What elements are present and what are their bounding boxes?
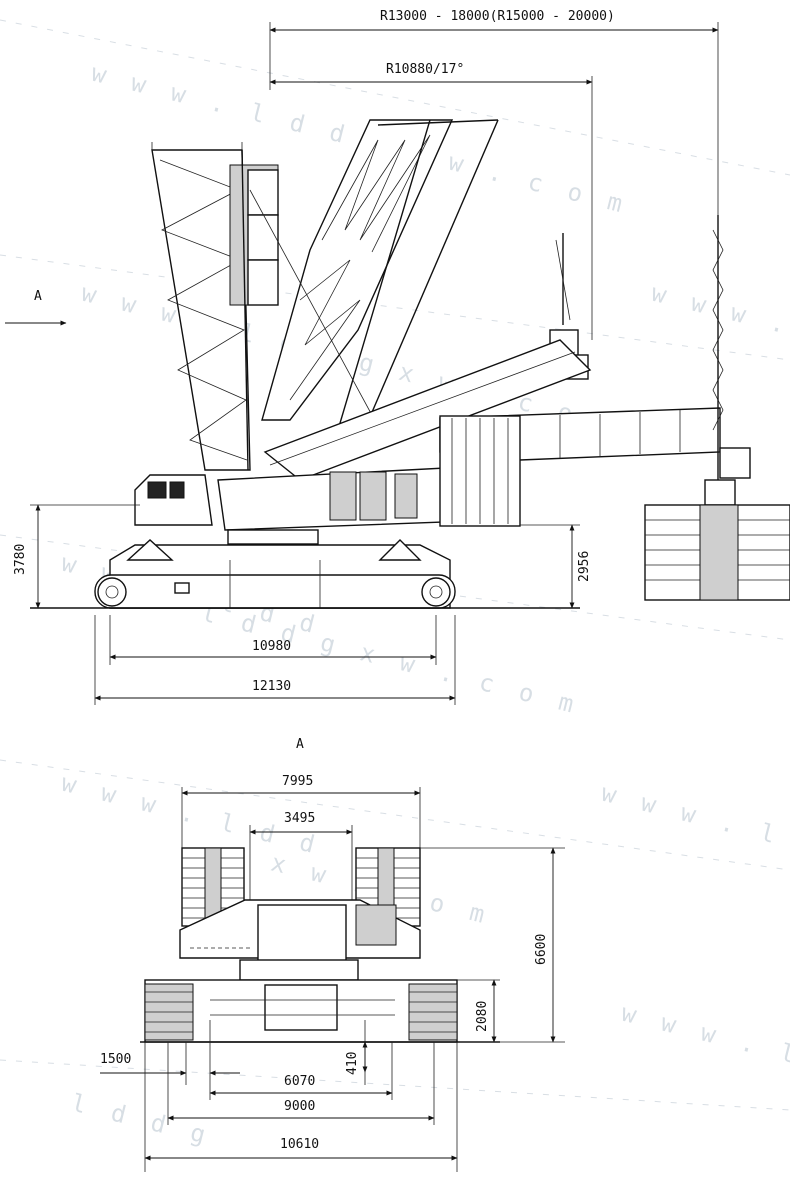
watermark-text: l d d g <box>69 1089 215 1151</box>
height-counterweight-label: 2956 <box>577 551 592 582</box>
front-view: A 7995 3495 <box>100 737 565 1172</box>
track-gauge-retracted-label: 6070 <box>284 1074 315 1089</box>
radius-top-label: R13000 - 18000(R15000 - 20000) <box>380 9 615 24</box>
operator-cab <box>134 474 213 526</box>
overall-width-label: 7995 <box>282 774 313 789</box>
overall-track-width-label: 10610 <box>280 1137 319 1152</box>
superlift-counterweight <box>644 215 790 601</box>
pendant-line <box>241 149 249 471</box>
side-view: R13000 - 18000(R15000 - 20000) R10880/17… <box>5 9 790 705</box>
carbody-height-label: 2080 <box>475 1001 490 1032</box>
main-boom <box>261 119 499 441</box>
ground-clearance-label: 410 <box>345 1052 360 1075</box>
crawler-track <box>94 539 456 609</box>
watermark-text: w w w . l d <box>599 779 790 861</box>
watermark-text: l d d g x w . c o m <box>199 599 583 720</box>
front-view-a-marker: A <box>296 737 304 752</box>
track-overall-length-label: 12130 <box>252 679 291 694</box>
radius-mid-label: R10880/17° <box>386 62 464 77</box>
overall-height-label: 6600 <box>534 934 549 965</box>
superstructure <box>217 415 521 531</box>
upper-body-front <box>179 899 421 981</box>
inner-width-label: 3495 <box>284 811 315 826</box>
track-gauge-extended-label: 9000 <box>284 1099 315 1114</box>
watermark-text: w w w . l d d <box>649 279 790 370</box>
watermark-text: w w w . l d <box>619 999 790 1081</box>
mast <box>151 142 279 471</box>
slewing-ring <box>227 529 319 545</box>
height-total-label: 3780 <box>13 544 28 575</box>
crawler-front <box>144 979 458 1043</box>
track-inner-length-label: 10980 <box>252 639 291 654</box>
view-a-marker: A <box>34 289 42 304</box>
track-shoe-width-label: 1500 <box>100 1052 131 1067</box>
